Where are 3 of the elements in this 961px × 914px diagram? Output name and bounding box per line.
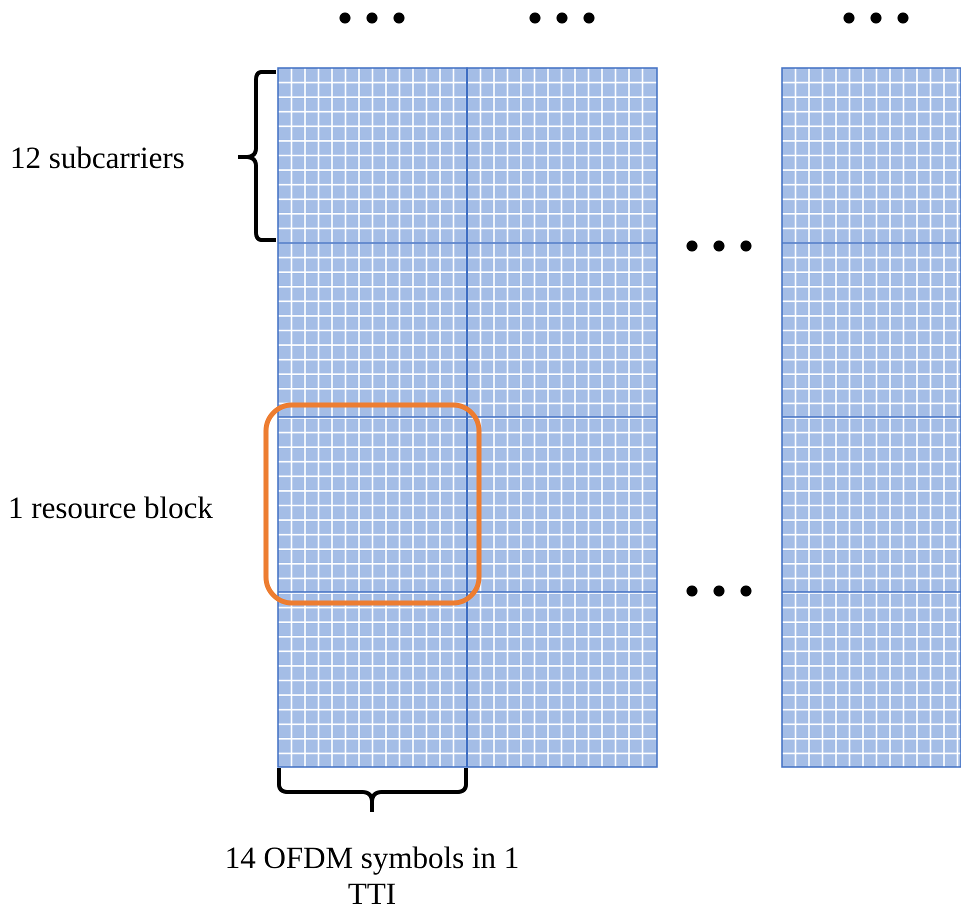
axis-label: 14 OFDM symbols in 1 TTI [224, 840, 520, 912]
axis-label: 1 resource block [8, 490, 213, 526]
axis-label: 12 subcarriers [10, 140, 185, 176]
